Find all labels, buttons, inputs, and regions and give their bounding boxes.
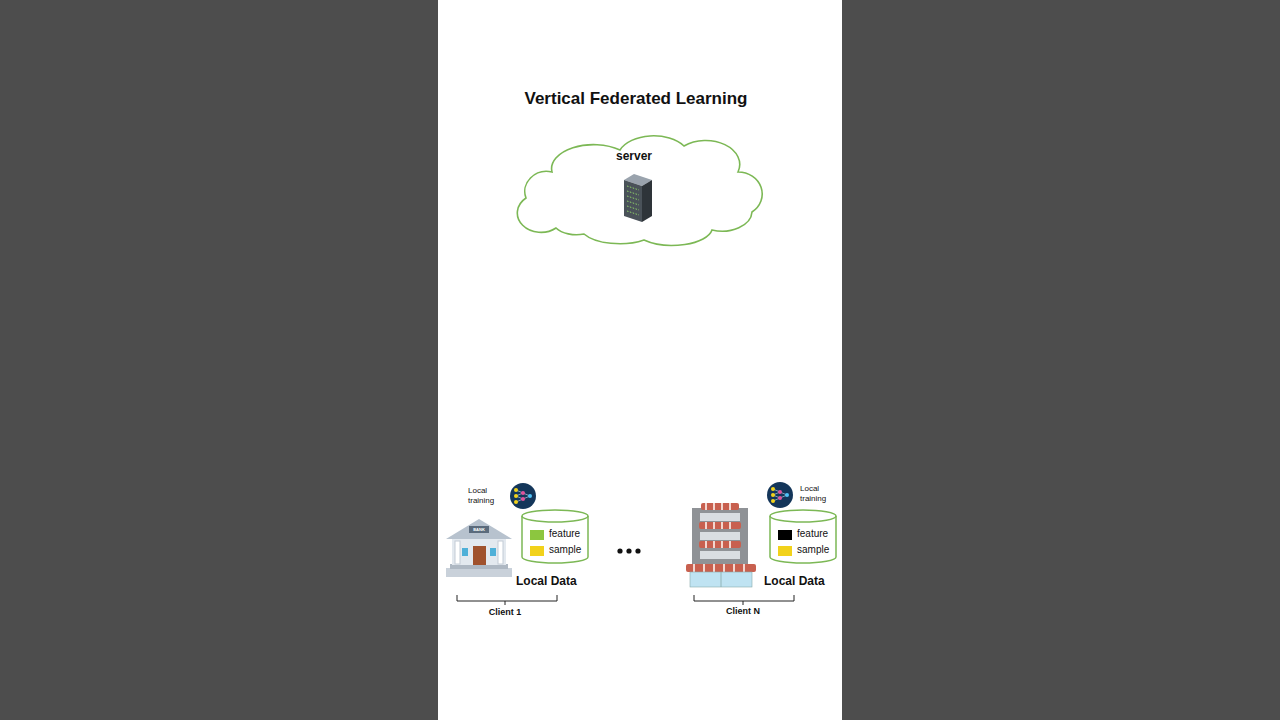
server-front — [624, 180, 642, 222]
bank-window — [490, 548, 496, 556]
client-bracket — [457, 595, 557, 605]
icon-neuron — [514, 494, 518, 498]
bank-column — [498, 541, 503, 564]
shop-storefront — [690, 572, 752, 587]
icon-neuron — [528, 494, 532, 498]
icon-neuron — [521, 497, 525, 501]
diagram-title: Vertical Federated Learning — [434, 89, 838, 109]
shop-awning — [686, 564, 756, 572]
client-name: Client N — [703, 606, 783, 617]
legend-text: feature — [549, 528, 580, 539]
dot — [626, 548, 631, 553]
dot — [635, 548, 640, 553]
icon-neuron — [514, 500, 518, 504]
icon-neuron — [785, 493, 789, 497]
shop-illustration — [686, 503, 756, 587]
annotation: Local training — [800, 484, 836, 504]
legend-swatch — [530, 530, 544, 540]
icon-neuron — [521, 491, 525, 495]
client-name: Client 1 — [465, 607, 545, 618]
bank-steps — [446, 568, 512, 577]
server-cloud: server — [516, 136, 762, 244]
legend-text: feature — [797, 528, 828, 539]
data-cylinder: Local Data feature sample — [516, 508, 590, 592]
neural-icon — [767, 482, 793, 508]
bank-door — [473, 546, 486, 565]
shop-window — [700, 551, 740, 559]
icon-links — [516, 490, 530, 502]
legend-swatch — [530, 546, 544, 556]
shop-window — [700, 532, 740, 540]
server-icon — [624, 174, 652, 222]
legend-item: feature — [530, 529, 590, 541]
bank-body — [452, 538, 506, 565]
ellipsis-dots — [617, 548, 640, 553]
node-label: server — [516, 149, 752, 163]
legend-swatch — [778, 546, 792, 556]
legend-text: sample — [797, 544, 829, 555]
storefront-divider — [721, 572, 722, 587]
legend-swatch — [778, 530, 792, 540]
bank-illustration — [446, 519, 512, 577]
server-side — [642, 180, 652, 222]
dot — [617, 548, 622, 553]
legend-item: sample — [530, 545, 590, 557]
icon-neuron — [771, 493, 775, 497]
cylinder-rim — [770, 516, 836, 522]
data-cylinder: Local Data feature sample — [764, 508, 838, 592]
cylinder-body — [770, 510, 836, 563]
legend-item: sample — [778, 545, 838, 557]
server-leds — [627, 186, 639, 215]
icon-neuron — [778, 490, 782, 494]
node-label: Local Data — [516, 574, 590, 588]
node-label: Local Data — [764, 574, 838, 588]
client-bracket — [694, 595, 794, 605]
legend-item: feature — [778, 529, 838, 541]
legend-text: sample — [549, 544, 581, 555]
icon-links — [773, 489, 787, 501]
bank-pediment — [446, 519, 512, 539]
sign-text: BANK — [469, 527, 489, 533]
icon-neuron — [778, 496, 782, 500]
icon-neuron — [514, 488, 518, 492]
icon-disc — [767, 482, 793, 508]
annotation: Local training — [468, 486, 504, 506]
cylinder-rim — [522, 516, 588, 522]
bank-sign — [469, 526, 489, 533]
awning-stripes — [694, 503, 744, 572]
neural-icon — [510, 483, 536, 509]
shop-window — [700, 513, 740, 521]
icon-neuron — [771, 487, 775, 491]
icon-disc — [510, 483, 536, 509]
bank-window — [462, 548, 468, 556]
icon-neuron — [771, 499, 775, 503]
bank-column — [455, 541, 460, 564]
cylinder-body — [522, 510, 588, 563]
